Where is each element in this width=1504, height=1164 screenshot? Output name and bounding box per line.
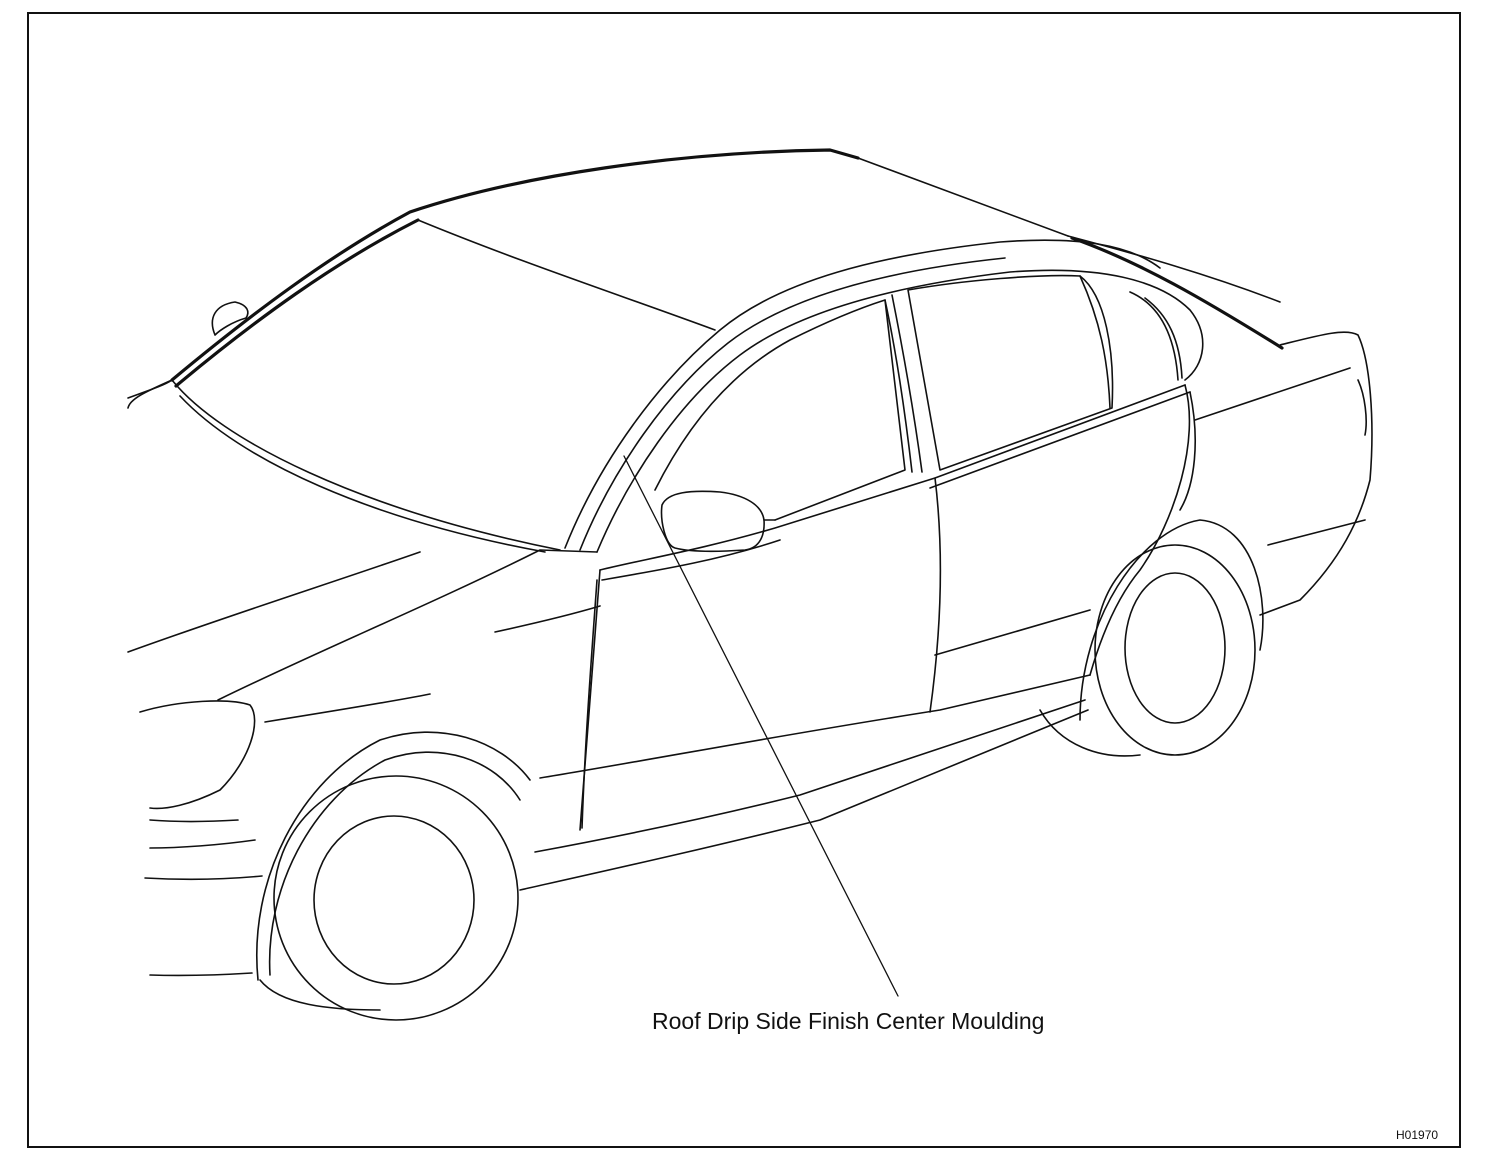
roof-drip-rear-moulding [1070, 236, 1284, 350]
rear-quarter [1089, 331, 1373, 676]
door-mirror [660, 490, 776, 553]
rear-door-window [907, 274, 1183, 471]
figure-code: H01970 [1396, 1128, 1439, 1142]
front-wheel [256, 731, 531, 1021]
far-side-mirror [211, 301, 249, 336]
figure-frame [27, 12, 1461, 1148]
front-door-window [654, 294, 923, 521]
headlamp-area [139, 700, 263, 977]
callout-leader-line [623, 455, 899, 997]
roof-drip-front-moulding [170, 148, 860, 388]
hood-and-fender [127, 379, 601, 723]
windshield [127, 379, 561, 553]
door-seam [929, 477, 1091, 713]
rear-wheel [1039, 519, 1264, 757]
a-pillar-moulding [564, 239, 1204, 553]
callout-label: Roof Drip Side Finish Center Moulding [652, 1008, 1045, 1034]
rocker-panel [519, 569, 1091, 891]
belt-line [599, 384, 1191, 581]
